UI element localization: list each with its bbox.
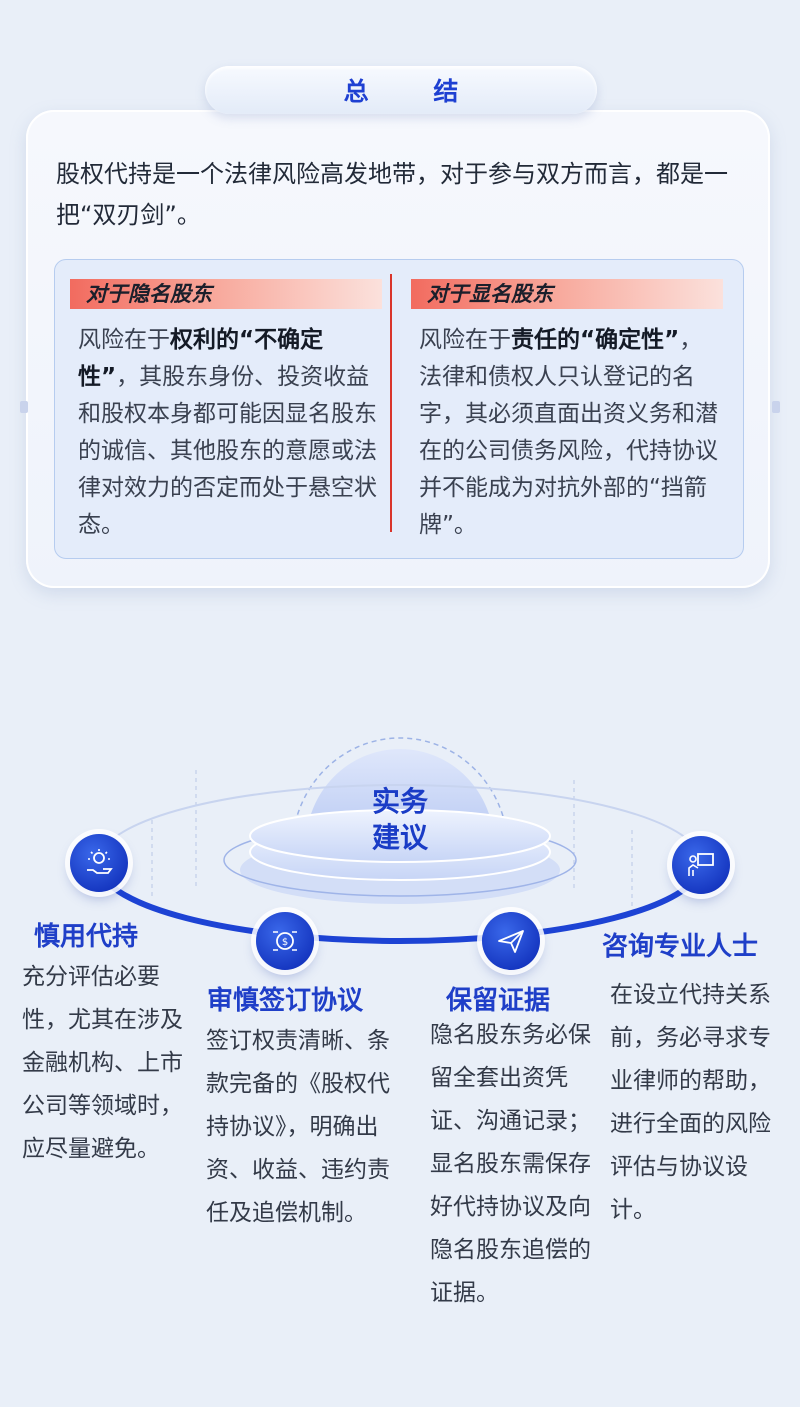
node-evidence <box>482 912 540 970</box>
tip-title-consult: 咨询专业人士 <box>602 932 759 962</box>
nominal-shareholder-emphasis: 责任的“确定性” <box>511 327 680 353</box>
tip-text-evidence: 隐名股东务必保留全套出资凭证、沟通记录；显名股东需保存好代持协议及向隐名股东追偿… <box>430 1022 591 1306</box>
hidden-shareholder-text: 风险在于权利的“不确定性”，其股东身份、投资收益和股权本身都可能因显名股东的诚信… <box>78 327 377 538</box>
tip-text-consult: 在设立代持关系前，务必寻求专业律师的帮助，进行全面的风险评估与协议设计。 <box>610 982 771 1223</box>
nominal-shareholder-text: 风险在于责任的“确定性”，法律和债权人只认登记的名字，其必须直面出资义务和潜在的… <box>419 327 718 538</box>
node-consult <box>672 836 730 894</box>
tip-title-evidence: 保留证据 <box>446 986 551 1016</box>
comparison-box <box>54 259 744 559</box>
advice-orbit-graphic <box>95 737 705 944</box>
summary-intro: 股权代持是一个法律风险高发地带，对于参与双方而言，都是一把“双刃剑”。 <box>56 160 728 229</box>
svg-text:$: $ <box>282 937 288 948</box>
decor-tick-right <box>772 401 780 413</box>
paper-plane-icon <box>498 930 524 953</box>
hidden-shareholder-emphasis: 权利的“不确定性” <box>78 327 324 390</box>
tip-title-caution: 慎用代持 <box>34 922 139 952</box>
presentation-icon <box>688 853 714 876</box>
comparison-divider <box>390 274 392 532</box>
tip-title-agreement: 审慎签订协议 <box>207 986 364 1016</box>
tip-text-agreement: 签订权责清晰、条款完备的《股权代持协议》，明确出资、收益、违约责任及追偿机制。 <box>206 1028 390 1226</box>
hidden-shareholder-title: 对于隐名股东 <box>70 279 382 309</box>
summary-heading: 总 结 <box>205 66 597 114</box>
money-document-icon: $ <box>273 931 297 951</box>
tip-text-caution: 充分评估必要性，尤其在涉及金融机构、上市公司等领域时，应尽量避免。 <box>22 964 183 1162</box>
nominal-shareholder-title: 对于显名股东 <box>411 279 723 309</box>
node-caution <box>70 834 128 892</box>
node-agreement: $ <box>256 912 314 970</box>
decor-tick-left <box>20 401 28 413</box>
hand-lightbulb-icon <box>87 849 113 874</box>
advice-center-label: 实务 建议 <box>371 785 428 854</box>
